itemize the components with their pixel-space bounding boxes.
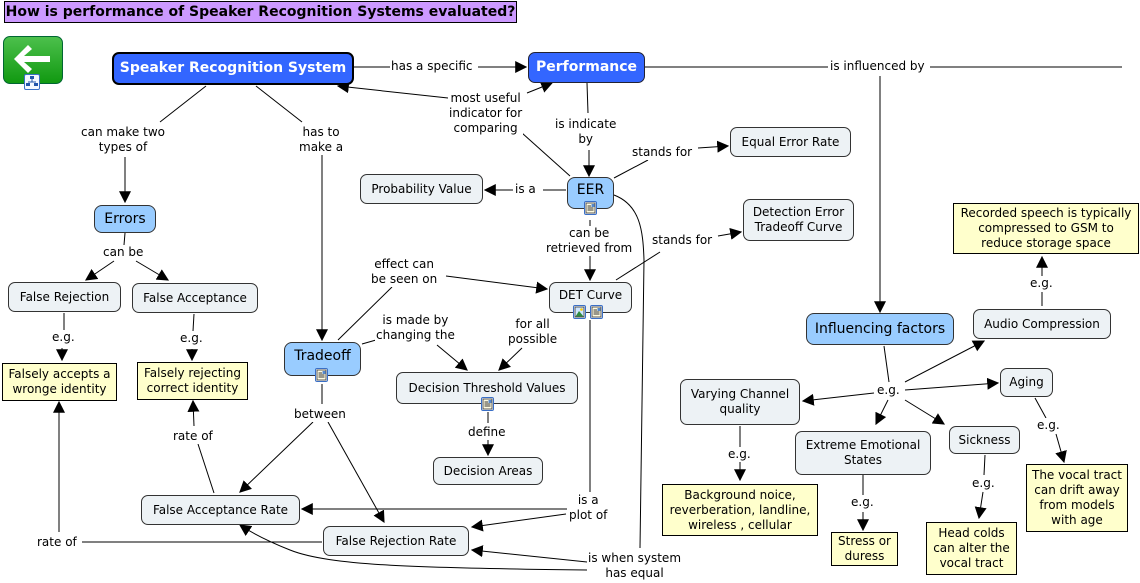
node-varying-channel-quality[interactable]: Varying Channel quality xyxy=(680,379,800,425)
edge xyxy=(135,260,170,281)
link-is-a: is a xyxy=(514,182,537,197)
node-false-acceptance[interactable]: False Acceptance xyxy=(132,283,258,313)
edge xyxy=(470,513,567,532)
link-eg-sickness: e.g. xyxy=(971,476,996,491)
node-influencing-factors[interactable]: Influencing factors xyxy=(806,313,954,345)
node-decision-areas[interactable]: Decision Areas xyxy=(433,457,543,485)
edge xyxy=(327,421,385,524)
link-for-all-possible: for all possible xyxy=(507,317,559,347)
node-false-rejection-rate[interactable]: False Rejection Rate xyxy=(323,526,469,556)
node-falsely-accepts[interactable]: Falsely accepts a wronge identity xyxy=(2,363,117,401)
edge xyxy=(197,443,215,494)
document-icon[interactable] xyxy=(590,305,603,319)
left-arrow-icon xyxy=(14,45,50,73)
edge xyxy=(526,81,554,94)
link-is-indicate-by: is indicate by xyxy=(554,117,618,147)
link-eg-varying-channel: e.g. xyxy=(727,447,752,462)
edge xyxy=(613,159,649,179)
edge xyxy=(801,392,875,406)
document-icon[interactable] xyxy=(584,201,597,215)
edge xyxy=(613,194,645,549)
edge xyxy=(361,339,377,345)
edge xyxy=(983,454,986,476)
node-performance[interactable]: Performance xyxy=(528,52,645,83)
node-equal-error-rate[interactable]: Equal Error Rate xyxy=(730,127,851,157)
edge xyxy=(436,344,468,371)
node-background-noise[interactable]: Background noice, reverberation, landlin… xyxy=(662,484,818,536)
link-stands-for-det: stands for xyxy=(651,233,714,248)
link-is-a-plot-of: is a plot of xyxy=(568,493,609,523)
link-is-when-system-has-equal: is when system has equal xyxy=(587,551,683,581)
edge xyxy=(239,524,588,571)
edge xyxy=(85,260,115,281)
link-is-influenced-by: is influenced by xyxy=(829,59,926,74)
node-aging[interactable]: Aging xyxy=(1000,368,1053,397)
node-recorded-speech[interactable]: Recorded speech is typically compressed … xyxy=(953,203,1139,254)
node-false-rejection[interactable]: False Rejection xyxy=(8,282,121,312)
node-extreme-emotional-states[interactable]: Extreme Emotional States xyxy=(795,431,931,475)
edge xyxy=(904,399,946,425)
edge xyxy=(883,345,890,383)
link-is-made-by-changing: is made by changing the xyxy=(375,313,456,343)
edge xyxy=(717,227,743,240)
node-detection-error-tradeoff-curve[interactable]: Detection Error Tradeoff Curve xyxy=(743,199,854,241)
edge xyxy=(123,232,126,246)
link-eg-false-rejection: e.g. xyxy=(51,330,76,345)
link-has-to-make-a: has to make a xyxy=(298,125,345,155)
node-stress-duress[interactable]: Stress or duress xyxy=(831,532,898,566)
edge xyxy=(498,347,523,371)
link-stands-for-eer: stands for xyxy=(631,145,694,160)
image-icon[interactable] xyxy=(573,305,586,319)
edge xyxy=(445,275,549,294)
edge xyxy=(1034,397,1047,419)
link-define: define xyxy=(467,425,507,440)
edge xyxy=(255,85,303,123)
node-speaker-recognition-system[interactable]: Speaker Recognition System xyxy=(112,52,354,85)
edge xyxy=(470,545,588,563)
edge xyxy=(187,399,200,427)
edge xyxy=(904,340,986,383)
link-eg-audio-compression: e.g. xyxy=(1029,276,1054,291)
edge xyxy=(697,140,730,153)
node-errors[interactable]: Errors xyxy=(94,205,156,233)
edge xyxy=(904,377,1000,391)
hierarchy-icon[interactable] xyxy=(24,74,40,90)
edge xyxy=(521,132,571,177)
node-falsely-rejecting[interactable]: Falsely rejecting correct identity xyxy=(137,362,248,400)
edge xyxy=(159,85,207,123)
document-icon[interactable] xyxy=(481,397,494,411)
link-most-useful-indicator: most useful indicator for comparing xyxy=(448,91,524,136)
link-can-make-two-types: can make two types of xyxy=(80,125,166,155)
node-audio-compression[interactable]: Audio Compression xyxy=(973,309,1111,339)
edge xyxy=(1055,433,1067,464)
link-eg-emotional: e.g. xyxy=(850,495,875,510)
link-between: between xyxy=(293,407,347,422)
link-can-be: can be xyxy=(102,245,145,260)
edge xyxy=(239,421,314,493)
node-vocal-tract-drift[interactable]: The vocal tract can drift away from mode… xyxy=(1026,464,1128,532)
link-eg-influencing: e.g. xyxy=(876,383,901,398)
document-icon[interactable] xyxy=(315,368,328,382)
edge xyxy=(875,399,889,426)
link-rate-of-far: rate of xyxy=(172,429,214,444)
link-eg-aging: e.g. xyxy=(1036,418,1061,433)
edge xyxy=(615,251,661,281)
edge xyxy=(192,313,195,332)
link-has-a-specific: has a specific xyxy=(390,59,474,74)
edge xyxy=(336,81,449,99)
link-rate-of-frr: rate of xyxy=(36,535,78,550)
link-eg-false-acceptance: e.g. xyxy=(179,331,204,346)
node-tradeoff[interactable]: Tradeoff xyxy=(284,342,361,376)
edge xyxy=(974,491,987,520)
link-can-be-retrieved-from: can be retrieved from xyxy=(545,226,634,256)
node-head-colds[interactable]: Head colds can alter the vocal tract xyxy=(926,522,1017,575)
map-title: How is performance of Speaker Recognitio… xyxy=(4,1,517,23)
edge xyxy=(586,82,589,114)
node-probability-value[interactable]: Probability Value xyxy=(360,174,483,204)
node-sickness[interactable]: Sickness xyxy=(949,426,1020,454)
node-false-acceptance-rate[interactable]: False Acceptance Rate xyxy=(141,495,300,525)
edge xyxy=(337,286,393,341)
link-effect-can-be-seen-on: effect can be seen on xyxy=(370,257,439,287)
